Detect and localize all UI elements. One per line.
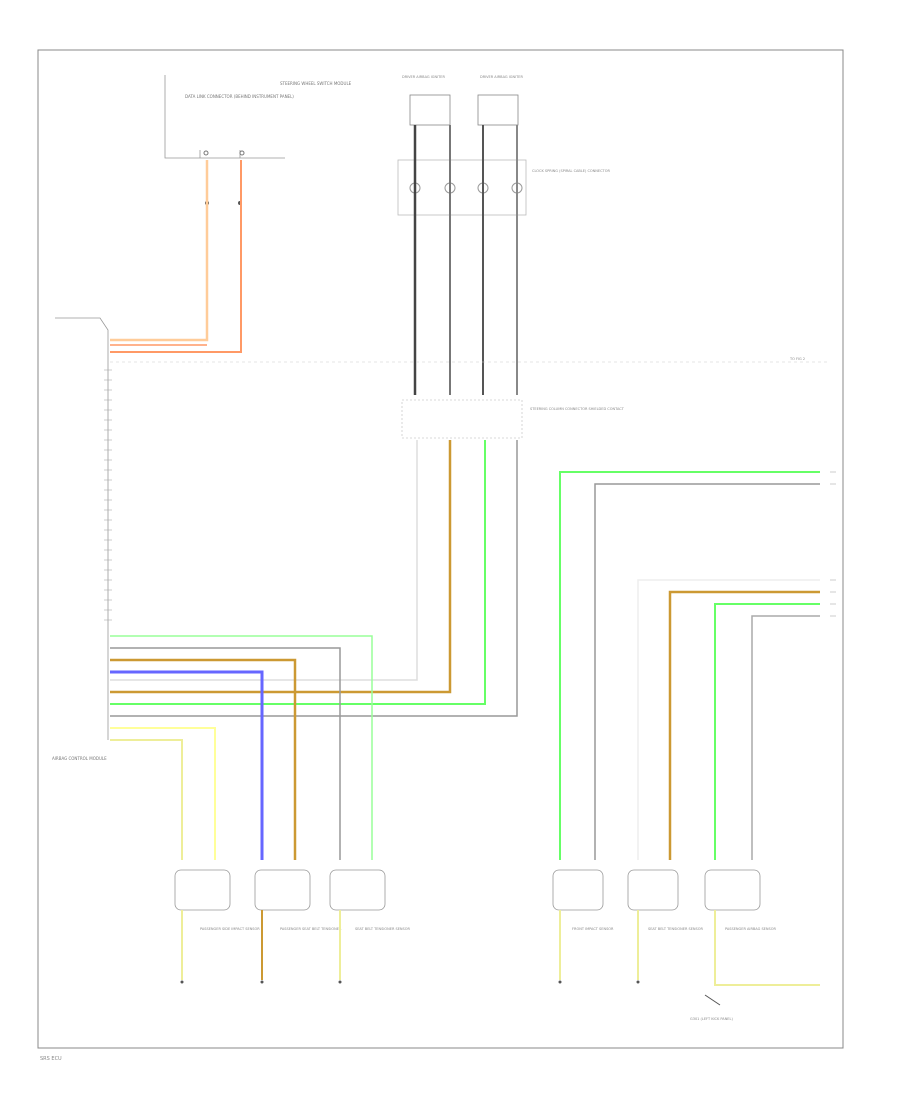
steering-to-module-wires xyxy=(110,440,518,717)
sensor-5: SEAT BELT TENSIONER SENSOR xyxy=(627,869,704,984)
steering-column-label: STEERING COLUMN CONNECTOR SHIELDED CONTA… xyxy=(530,407,625,411)
steering-module-label: STEERING WHEEL SWITCH MODULE xyxy=(280,81,352,86)
sensor-6: PASSENGER AIRBAG SENSOR xyxy=(704,869,820,986)
clockspring-label: CLOCK SPRING (SPIRAL CABLE) CONNECTOR xyxy=(532,169,610,173)
ground-symbol: G301 (LEFT KICK PANEL) xyxy=(690,994,733,1021)
sensor-2-label: PASSENGER SEAT BELT TENSIONER xyxy=(280,927,342,931)
sensor-4: FRONT IMPACT SENSOR xyxy=(552,869,614,984)
clockspring: CLOCK SPRING (SPIRAL CABLE) CONNECTOR xyxy=(397,159,610,216)
sensor-3: SEAT BELT TENSIONER SENSOR xyxy=(329,869,411,984)
sensor-1-label: PASSENGER SIDE IMPACT SENSOR xyxy=(200,927,260,931)
sensor-5-label: SEAT BELT TENSIONER SENSOR xyxy=(648,927,704,931)
diagram-frame xyxy=(37,49,844,1049)
right-sensor-wires xyxy=(559,471,820,860)
driver-airbag-1: DRIVER AIRBAG IGNITER xyxy=(402,75,451,126)
control-module: AIRBAG CONTROL MODULE xyxy=(52,317,109,761)
driver-airbag-1-label: DRIVER AIRBAG IGNITER xyxy=(402,75,445,79)
orange-wires xyxy=(110,160,242,353)
control-module-label: AIRBAG CONTROL MODULE xyxy=(52,756,107,761)
driver-airbag-2-label: DRIVER AIRBAG IGNITER xyxy=(480,75,523,79)
right-terminal-ticks xyxy=(830,471,836,617)
left-sensor-wires xyxy=(110,635,373,860)
diag-connector-label: DATA LINK CONNECTOR (BEHIND INSTRUMENT P… xyxy=(185,94,294,99)
sensor-4-label: FRONT IMPACT SENSOR xyxy=(572,927,614,931)
clockspring-wires xyxy=(413,125,518,395)
sensor-6-label: PASSENGER AIRBAG SENSOR xyxy=(725,927,776,931)
sensor-2: PASSENGER SEAT BELT TENSIONER xyxy=(254,869,342,984)
pin-ticks xyxy=(104,369,112,621)
driver-airbag-2: DRIVER AIRBAG IGNITER xyxy=(477,75,523,126)
sensor-3-label: SEAT BELT TENSIONER SENSOR xyxy=(355,927,411,931)
diag-connector: DATA LINK CONNECTOR (BEHIND INSTRUMENT P… xyxy=(164,75,294,205)
ground-label: G301 (LEFT KICK PANEL) xyxy=(690,1017,733,1021)
sensor-1: PASSENGER SIDE IMPACT SENSOR xyxy=(174,869,260,984)
right-ref-label: TO FIG 2 xyxy=(789,357,805,361)
steering-column-connector: STEERING COLUMN CONNECTOR SHIELDED CONTA… xyxy=(401,399,625,439)
footer-label: SRS ECU xyxy=(40,1056,62,1062)
